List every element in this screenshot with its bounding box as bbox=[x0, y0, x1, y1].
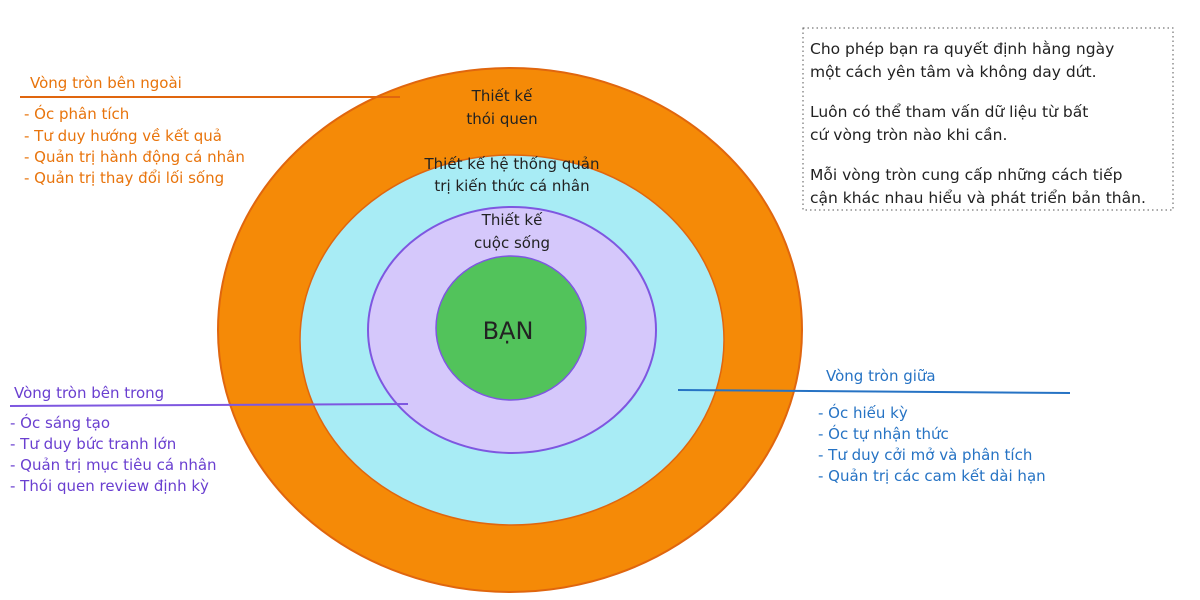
outer-ring-label-line2: thói quen bbox=[466, 110, 537, 128]
note-line: Luôn có thể tham vấn dữ liệu từ bất bbox=[810, 103, 1088, 121]
note-line: cứ vòng tròn nào khi cần. bbox=[810, 126, 1007, 144]
note-line: Cho phép bạn ra quyết định hằng ngày bbox=[810, 40, 1114, 58]
inner-group-item: - Óc sáng tạo bbox=[10, 413, 110, 432]
outer-group-item: - Quản trị hành động cá nhân bbox=[24, 148, 245, 166]
inner-group-title: Vòng tròn bên trong bbox=[14, 384, 164, 402]
middle-group-title: Vòng tròn giữa bbox=[826, 367, 936, 385]
middle-group-item: - Quản trị các cam kết dài hạn bbox=[818, 467, 1046, 485]
note-box bbox=[802, 27, 1174, 211]
outer-group-item: - Óc phân tích bbox=[24, 104, 129, 123]
inner-group-item: - Thói quen review định kỳ bbox=[10, 477, 209, 495]
middle-ring-label-line1: Thiết kế hệ thống quản bbox=[424, 155, 600, 173]
inner-connector-line bbox=[9, 403, 409, 407]
outer-group-item: - Tư duy hướng về kết quả bbox=[24, 127, 222, 145]
inner-ring-label-line2: cuộc sống bbox=[474, 234, 550, 252]
middle-group-item: - Tư duy cởi mở và phân tích bbox=[818, 446, 1032, 464]
middle-group-item: - Óc tự nhận thức bbox=[818, 424, 949, 443]
note-line: một cách yên tâm và không day dứt. bbox=[810, 63, 1097, 81]
inner-group-item: - Tư duy bức tranh lớn bbox=[10, 435, 176, 453]
core-circle bbox=[435, 255, 587, 401]
note-line: Mỗi vòng tròn cung cấp những cách tiếp bbox=[810, 166, 1123, 184]
note-line: cận khác nhau hiểu và phát triển bản thâ… bbox=[810, 189, 1146, 207]
inner-ring-label-line1: Thiết kế bbox=[481, 211, 543, 229]
inner-group-item: - Quản trị mục tiêu cá nhân bbox=[10, 456, 217, 474]
core-label: BẠN bbox=[483, 317, 534, 345]
middle-connector-line bbox=[677, 389, 1071, 394]
outer-group-title: Vòng tròn bên ngoài bbox=[30, 74, 182, 92]
outer-ring-label-line1: Thiết kế bbox=[471, 87, 533, 105]
middle-group-item: - Óc hiếu kỳ bbox=[818, 403, 908, 422]
outer-group-item: - Quản trị thay đổi lối sống bbox=[24, 169, 224, 187]
middle-ring-label-line2: trị kiến thức cá nhân bbox=[434, 177, 589, 195]
